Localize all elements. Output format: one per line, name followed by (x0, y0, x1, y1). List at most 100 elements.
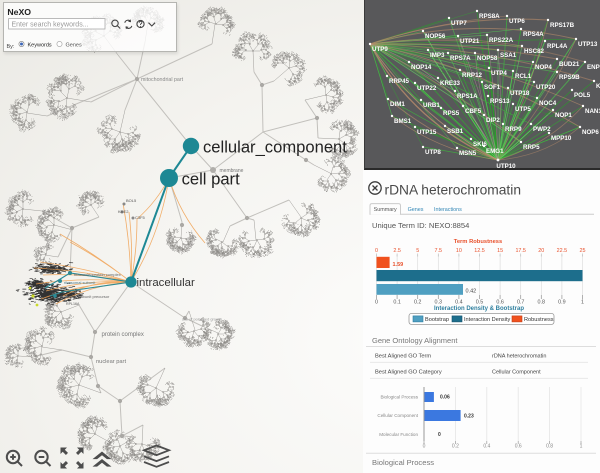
svg-text:C3F5: C3F5 (135, 215, 146, 220)
svg-text:Best Aligned GO Category: Best Aligned GO Category (375, 370, 442, 376)
svg-text:SOF1: SOF1 (484, 84, 501, 91)
svg-text:POL5: POL5 (574, 92, 591, 99)
svg-text:RPL16A: RPL16A (66, 302, 80, 306)
svg-text:RPS7A: RPS7A (450, 55, 471, 62)
svg-text:NOP56: NOP56 (425, 33, 446, 40)
svg-text:Biological Process: Biological Process (372, 458, 434, 467)
svg-text:ribonucleoprotein complex: ribonucleoprotein complex (74, 272, 121, 277)
svg-text:0.9: 0.9 (558, 300, 566, 306)
svg-text:NOP4: NOP4 (535, 64, 552, 71)
svg-text:1.59: 1.59 (393, 262, 404, 268)
svg-text:UTP21: UTP21 (460, 38, 480, 45)
svg-text:ribosomal subunit precursor: ribosomal subunit precursor (60, 294, 110, 299)
svg-text:UTP8: UTP8 (425, 149, 441, 156)
svg-text:NOP58: NOP58 (477, 55, 498, 62)
svg-text:site of polarized growth: site of polarized growth (182, 317, 222, 322)
svg-text:MSN5: MSN5 (459, 150, 477, 157)
svg-text:0: 0 (438, 432, 441, 438)
svg-text:UTP5: UTP5 (515, 106, 531, 113)
svg-text:rDNA heterochromatin: rDNA heterochromatin (385, 183, 522, 198)
svg-text:UTP4: UTP4 (491, 70, 507, 77)
svg-text:17.5: 17.5 (515, 248, 526, 254)
svg-text:rDNA heterochromatin: rDNA heterochromatin (492, 354, 546, 360)
svg-text:SSB1: SSB1 (447, 128, 464, 135)
svg-text:Molecular Function: Molecular Function (379, 432, 418, 437)
svg-text:EMG1: EMG1 (486, 148, 504, 155)
svg-text:UTP6: UTP6 (509, 18, 525, 25)
svg-text:NOP1: NOP1 (555, 112, 572, 119)
svg-text:RRP45: RRP45 (389, 78, 410, 85)
svg-text:UTP13: UTP13 (578, 41, 598, 48)
svg-text:RRP5: RRP5 (523, 144, 540, 151)
svg-text:0.23: 0.23 (464, 414, 474, 420)
svg-text:UTP20: UTP20 (536, 84, 556, 91)
svg-text:0: 0 (375, 300, 378, 306)
svg-text:12.5: 12.5 (474, 248, 485, 254)
svg-text:KRE2: KRE2 (118, 209, 129, 214)
svg-text:DIP2: DIP2 (486, 117, 500, 124)
svg-text:By:: By: (7, 44, 15, 50)
svg-text:RPS8A: RPS8A (479, 13, 500, 20)
svg-text:BMS1: BMS1 (394, 118, 412, 125)
svg-text:RCL1: RCL1 (515, 73, 532, 80)
svg-text:Interactions: Interactions (434, 207, 462, 213)
svg-text:22.5: 22.5 (557, 248, 568, 254)
svg-text:cellular_component: cellular_component (203, 138, 347, 157)
svg-text:RPS1A: RPS1A (457, 93, 478, 100)
svg-text:20: 20 (538, 248, 544, 254)
svg-text:NOC4: NOC4 (539, 100, 557, 107)
svg-text:NOP6: NOP6 (582, 129, 599, 136)
svg-text:ENP1: ENP1 (587, 64, 600, 71)
svg-text:Interaction Density & Bootstra: Interaction Density & Bootstrap (434, 306, 524, 312)
svg-text:0.6: 0.6 (496, 300, 504, 306)
svg-text:RPS13: RPS13 (490, 98, 510, 105)
svg-text:URB1: URB1 (423, 102, 440, 109)
svg-text:Unique Term ID: NEXO:8854: Unique Term ID: NEXO:8854 (372, 221, 469, 230)
svg-text:1: 1 (580, 444, 583, 450)
svg-text:Term Robustness: Term Robustness (454, 239, 503, 245)
svg-text:RPS4A: RPS4A (523, 31, 544, 38)
svg-text:ribosomal subunit: ribosomal subunit (64, 280, 96, 285)
svg-text:Keywords: Keywords (28, 43, 52, 49)
svg-text:Bootstrap: Bootstrap (425, 317, 449, 323)
svg-text:RPS17B: RPS17B (550, 22, 575, 29)
svg-text:0: 0 (423, 444, 426, 450)
svg-text:0.8: 0.8 (538, 300, 546, 306)
svg-text:0: 0 (375, 248, 378, 254)
svg-text:Cellular Component: Cellular Component (377, 413, 418, 418)
svg-text:DIM1: DIM1 (390, 101, 405, 108)
svg-text:BOL5: BOL5 (126, 198, 137, 203)
svg-text:15: 15 (497, 248, 503, 254)
svg-text:RPS5: RPS5 (443, 110, 460, 117)
svg-text:5: 5 (416, 248, 419, 254)
svg-text:HSC82: HSC82 (524, 48, 545, 55)
svg-text:UTP7: UTP7 (451, 20, 467, 27)
svg-text:protein complex: protein complex (102, 332, 144, 338)
svg-text:Gene Ontology Alignment: Gene Ontology Alignment (372, 336, 458, 345)
svg-text:Best Aligned GO Term: Best Aligned GO Term (375, 354, 431, 360)
svg-text:KRE33: KRE33 (440, 80, 461, 87)
svg-text:0.4: 0.4 (483, 444, 490, 450)
svg-text:PS1A: PS1A (47, 268, 57, 272)
svg-text:2.5: 2.5 (393, 248, 401, 254)
svg-text:membrane: membrane (220, 168, 244, 174)
svg-text:UTP18: UTP18 (510, 90, 530, 97)
svg-text:RPL4A: RPL4A (547, 43, 568, 50)
svg-text:RRP9: RRP9 (505, 126, 522, 133)
svg-text:7.5: 7.5 (435, 248, 443, 254)
svg-text:0.2: 0.2 (414, 300, 422, 306)
svg-text:Genes: Genes (66, 43, 82, 49)
svg-text:0.7: 0.7 (517, 300, 525, 306)
svg-text:cell part: cell part (182, 170, 240, 189)
svg-text:0.42: 0.42 (466, 289, 477, 295)
svg-text:0.4: 0.4 (455, 300, 463, 306)
svg-text:Robustness: Robustness (524, 317, 554, 323)
svg-text:25: 25 (580, 248, 586, 254)
svg-text:MPP10: MPP10 (551, 135, 572, 142)
svg-text:BUD21: BUD21 (559, 61, 580, 68)
svg-text:0.06: 0.06 (440, 395, 450, 401)
svg-text:10: 10 (456, 248, 462, 254)
svg-text:intracellular: intracellular (137, 277, 195, 289)
svg-text:UTP10: UTP10 (496, 163, 516, 170)
svg-text:NOP14: NOP14 (411, 64, 432, 71)
